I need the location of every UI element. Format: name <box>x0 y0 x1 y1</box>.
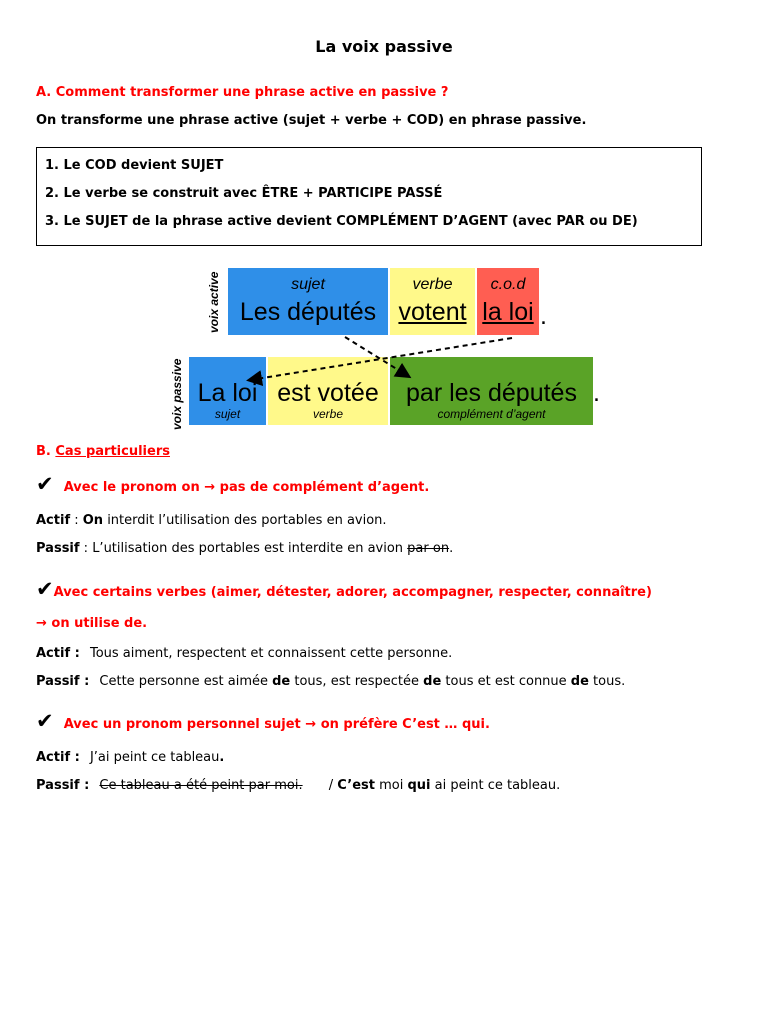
case2-de3: de <box>570 674 589 689</box>
case3-passif-label: Passif : <box>36 778 90 793</box>
page-title: La voix passive <box>315 37 453 56</box>
case3-qui: qui <box>407 778 431 793</box>
case2-heading2: → on utilise de. <box>36 616 148 631</box>
case1-actif: Actif : On interdit l’utilisation des po… <box>36 513 387 528</box>
section-b-title: Cas particuliers <box>55 444 170 459</box>
case3-passif-strike: Ce tableau a été peint par moi. <box>99 778 303 793</box>
rules-box: 1. Le COD devient SUJET 2. Le verbe se c… <box>36 147 702 246</box>
section-a-intro: On transforme une phrase active (sujet +… <box>36 113 587 128</box>
passive-agent-label: complément d’agent <box>437 407 546 421</box>
case3-actif-end: . <box>219 750 225 765</box>
case2-p1: Cette personne est aimée <box>99 674 273 689</box>
case3-rest: ai peint ce tableau. <box>430 778 561 793</box>
passive-agent-text: par les députés <box>406 379 577 407</box>
case3-actif-label: Actif : <box>36 750 80 765</box>
active-cod-text: la loi <box>482 298 534 326</box>
active-period: . <box>540 302 547 330</box>
case2-actif-text: Tous aiment, respectent et connaissent c… <box>89 646 453 661</box>
case1-passif-label: Passif <box>36 541 80 556</box>
transform-arrows <box>246 336 513 386</box>
arrow-subject-to-agent <box>344 336 412 379</box>
case2-passif: Passif : Cette personne est aimée de tou… <box>36 674 625 689</box>
section-b-prefix: B. <box>36 444 51 459</box>
rule-1: 1. Le COD devient SUJET <box>45 158 224 173</box>
case3-passif: Passif : Ce tableau a été peint par moi.… <box>36 778 560 793</box>
voice-diagram: voix active voix passive sujet Les déput… <box>0 0 768 440</box>
case3-slash: / <box>328 778 338 793</box>
checkmark-icon: ✔ <box>36 577 54 601</box>
case2-heading: Avec certains verbes (aimer, détester, a… <box>53 585 652 600</box>
checkmark-icon: ✔ <box>36 709 54 733</box>
case2-de2: de <box>423 674 442 689</box>
case1-actif-on: On <box>82 513 104 528</box>
active-cod-label: c.o.d <box>490 276 526 293</box>
case3-moi: moi <box>374 778 408 793</box>
case1-actif-label: Actif <box>36 513 71 528</box>
case1-passif-end: . <box>449 541 454 556</box>
passive-subject-label: sujet <box>214 407 241 421</box>
case2-actif-label: Actif : <box>36 646 80 661</box>
active-subject-label: sujet <box>291 276 325 293</box>
active-verb-label: verbe <box>412 276 453 293</box>
rule-3: 3. Le SUJET de la phrase active devient … <box>45 214 638 229</box>
case2-p3: tous et est connue <box>441 674 571 689</box>
checkmark-icon: ✔ <box>36 472 54 496</box>
rule-2: 2. Le verbe se construit avec ÊTRE + PAR… <box>45 186 443 201</box>
passive-verb-label: verbe <box>312 407 344 421</box>
active-cod-block: c.o.d la loi <box>477 268 539 335</box>
active-subject-text: Les députés <box>239 298 377 326</box>
passive-subject-block: La loi sujet <box>189 357 266 425</box>
case3-heading: Avec un pronom personnel sujet → on préf… <box>63 717 490 732</box>
case2-de1: de <box>272 674 291 689</box>
case1-heading: Avec le pronom on → pas de complément d’… <box>63 480 430 495</box>
case1-passif: Passif : L’utilisation des portables est… <box>36 541 453 556</box>
section-b-heading: B. Cas particuliers <box>36 444 170 459</box>
active-verb-text: votent <box>398 298 467 326</box>
case1-passif-strike: par on <box>407 541 450 556</box>
case3-heading-line: ✔ Avec un pronom personnel sujet → on pr… <box>36 709 490 733</box>
case1-actif-rest: interdit l’utilisation des portables en … <box>103 513 387 528</box>
passive-verb-block: est votée verbe <box>268 357 388 425</box>
case3-actif: Actif : J’ai peint ce tableau. <box>36 750 224 765</box>
case2-actif: Actif : Tous aiment, respectent et conna… <box>36 646 452 661</box>
passive-verb-text: est votée <box>277 379 379 407</box>
passive-agent-block: par les députés complément d’agent <box>390 357 593 425</box>
active-subject-block: sujet Les députés <box>228 268 388 335</box>
case1-passif-text: : L’utilisation des portables est interd… <box>79 541 408 556</box>
passive-period: . <box>593 379 600 407</box>
active-verb-block: verbe votent <box>390 268 475 335</box>
case2-passif-label: Passif : <box>36 674 90 689</box>
case2-heading-line: ✔Avec certains verbes (aimer, détester, … <box>36 577 652 601</box>
case1-heading-line: ✔ Avec le pronom on → pas de complément … <box>36 472 429 496</box>
case2-p4: tous. <box>588 674 626 689</box>
case1-actif-sep: : <box>70 513 83 528</box>
arrow-cod-to-subject <box>246 337 513 386</box>
case3-cest: C’est <box>337 778 375 793</box>
section-a-heading: A. Comment transformer une phrase active… <box>36 85 449 100</box>
case2-p2: tous, est respectée <box>290 674 424 689</box>
case3-actif-text: J’ai peint ce tableau <box>89 750 220 765</box>
